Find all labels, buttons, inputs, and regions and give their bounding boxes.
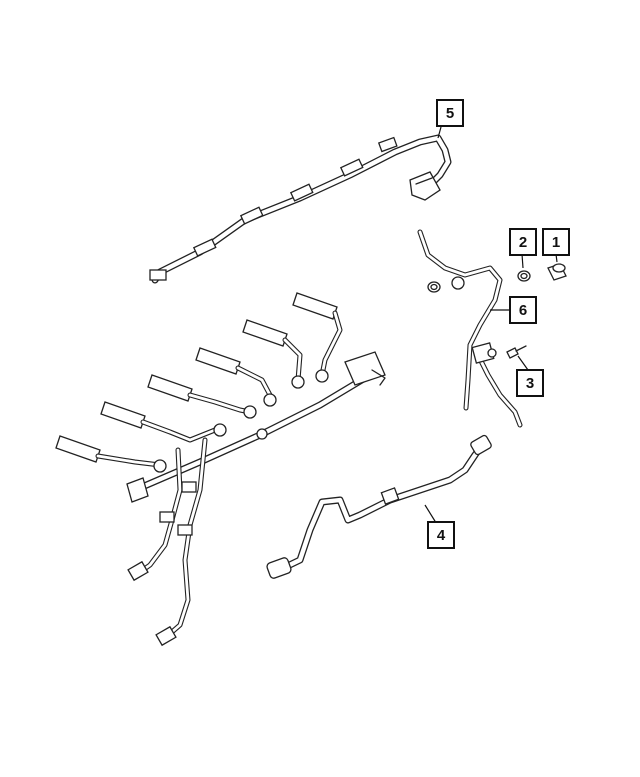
line-clip bbox=[159, 511, 175, 523]
callout-2: 2 bbox=[509, 228, 537, 256]
injector-1 bbox=[55, 435, 163, 468]
injector-5 bbox=[242, 319, 303, 383]
callout-5: 5 bbox=[436, 99, 464, 127]
harness-clip bbox=[239, 206, 264, 225]
bolt-3 bbox=[506, 345, 527, 359]
harness-connector bbox=[409, 171, 441, 201]
cap-plug-1 bbox=[547, 263, 567, 281]
injector-6 bbox=[292, 292, 343, 378]
injector-4 bbox=[195, 347, 273, 398]
harness-clip bbox=[289, 183, 314, 202]
callout-1: 1 bbox=[542, 228, 570, 256]
wiring-harness bbox=[149, 134, 452, 284]
rail-fitting bbox=[315, 369, 329, 383]
leader-5 bbox=[437, 126, 442, 139]
injector-2 bbox=[100, 401, 218, 443]
leader-3 bbox=[517, 355, 529, 371]
rail-fitting bbox=[263, 393, 277, 407]
o-ring-extra bbox=[427, 281, 441, 293]
line-clip bbox=[177, 524, 193, 536]
rail-fitting bbox=[243, 405, 257, 419]
leader-2 bbox=[521, 253, 524, 269]
fuel-line-6 bbox=[417, 229, 523, 428]
line-clip bbox=[181, 481, 197, 493]
callout-6: 6 bbox=[509, 296, 537, 324]
callout-4: 4 bbox=[427, 521, 455, 549]
callout-5-label: 5 bbox=[446, 105, 454, 122]
line-end-fitting bbox=[155, 625, 177, 647]
harness-clip bbox=[377, 136, 398, 153]
line-bracket bbox=[471, 342, 497, 364]
fuel-rail-assembly bbox=[55, 292, 386, 647]
harness-clip bbox=[339, 158, 364, 177]
o-ring-2 bbox=[517, 270, 531, 282]
rail-fitting bbox=[256, 428, 268, 440]
rail-fitting bbox=[153, 459, 167, 473]
rail-fitting bbox=[291, 375, 305, 389]
callout-2-label: 2 bbox=[519, 234, 527, 251]
harness-clip bbox=[149, 269, 167, 281]
injector-3 bbox=[147, 374, 253, 415]
callout-3-label: 3 bbox=[526, 375, 534, 392]
callout-4-label: 4 bbox=[437, 527, 446, 544]
callout-6-label: 6 bbox=[519, 302, 527, 319]
line-end-fitting bbox=[127, 560, 149, 582]
callout-1-label: 1 bbox=[552, 234, 560, 251]
callout-3: 3 bbox=[516, 369, 544, 397]
line-fitting bbox=[451, 276, 465, 290]
line-end-connector bbox=[266, 557, 292, 579]
line-end-connector bbox=[470, 434, 492, 456]
line-clip bbox=[380, 487, 400, 505]
fuel-line-4 bbox=[266, 434, 492, 579]
harness-clip bbox=[192, 238, 217, 257]
rail-fitting bbox=[213, 423, 227, 437]
